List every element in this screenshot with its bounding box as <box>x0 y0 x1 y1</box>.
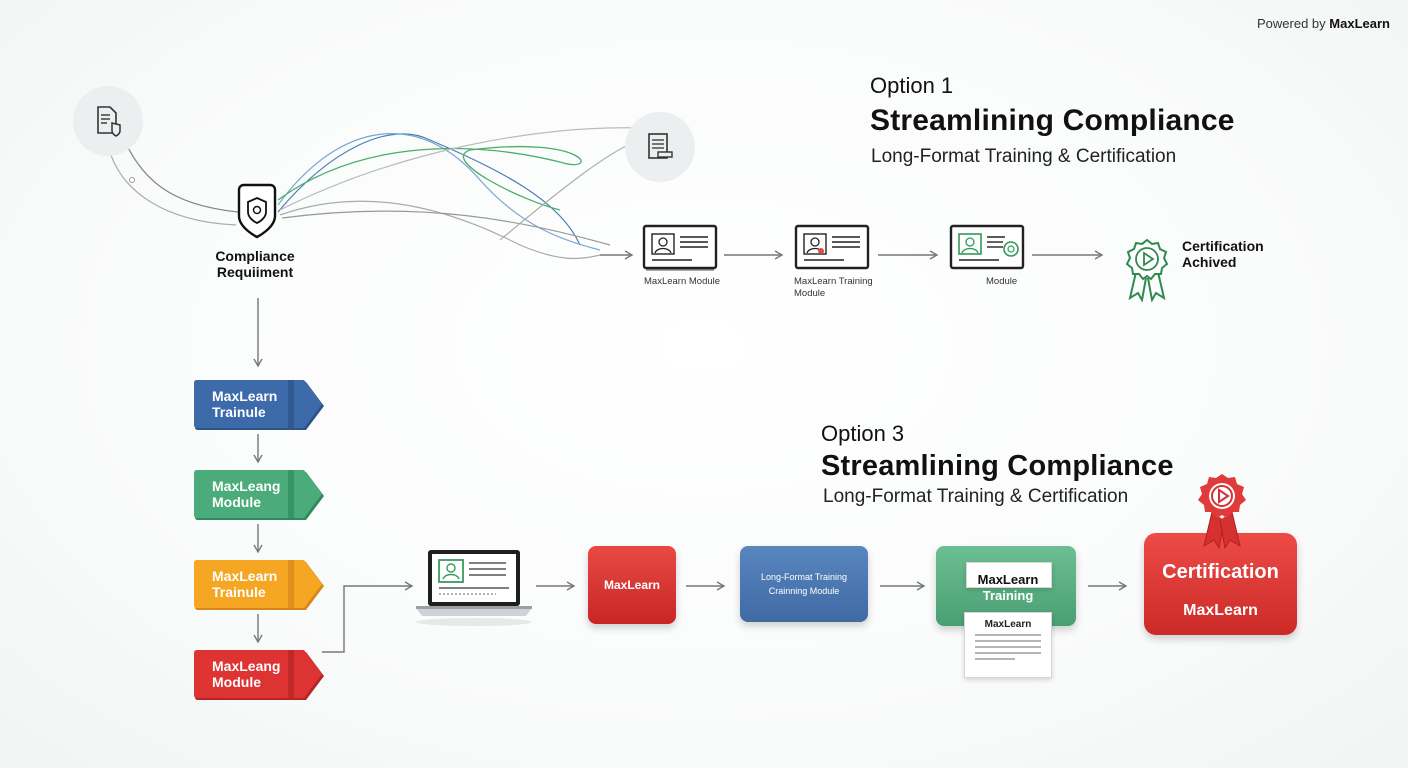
option3-label: Option 3 <box>821 421 905 446</box>
compliance-shield-icon <box>234 182 280 240</box>
flag-text: MaxLearn Trainule <box>212 568 278 600</box>
document-paper: MaxLearn <box>964 612 1052 678</box>
flag-text: MaxLearn Trainule <box>212 388 278 420</box>
flag-maxleang-module-green: MaxLeang Module <box>194 468 324 522</box>
curve <box>279 127 641 211</box>
curve <box>277 146 582 211</box>
flag-text: MaxLeang Module <box>212 658 281 690</box>
green-card-bottom-label: Training <box>982 588 1034 603</box>
flag-maxlearn-trainule-orange: MaxLearn Trainule <box>194 558 324 612</box>
flag-text: MaxLeang Module <box>212 478 281 510</box>
curve <box>119 129 239 213</box>
curve <box>277 133 601 251</box>
arrow <box>322 581 414 653</box>
flag-maxleang-module-red: MaxLeang Module <box>194 648 324 702</box>
paper-top <box>966 562 1052 588</box>
option1-label: Option 1 <box>870 73 954 98</box>
curve <box>279 200 601 260</box>
option3-title: Streamlining Compliance <box>821 450 1174 482</box>
award-ribbon-icon <box>1124 238 1170 303</box>
document-icon <box>625 112 695 182</box>
curve <box>281 210 611 246</box>
red-card-label: MaxLearn <box>603 578 661 592</box>
powered-by-text: Powered by <box>1257 16 1326 31</box>
paper-label: MaxLearn <box>984 619 1032 630</box>
step1-label: MaxLearn Module <box>644 276 721 287</box>
step2-label: MaxLearn Training Module <box>794 276 873 299</box>
cert-title: Certification <box>1162 560 1279 583</box>
green-card-top-label: MaxLearn <box>977 572 1039 587</box>
powered-by: Powered by MaxLearn <box>1257 16 1390 31</box>
cert-brand: MaxLearn <box>1183 601 1258 619</box>
step3-label: Module <box>986 276 1018 287</box>
curve <box>277 133 581 246</box>
flag-maxlearn-trainule-blue: MaxLearn Trainule <box>194 378 324 432</box>
maxlearn-red-card: MaxLearn <box>588 546 676 624</box>
option1-subtitle: Long-Format Training & Certification <box>871 146 1177 167</box>
module-monitor-1 <box>642 224 720 272</box>
option1-title: Streamlining Compliance <box>870 104 1235 137</box>
compliance-label: Compliance Requiiment <box>215 248 295 280</box>
blue-card-label: Long-Format Training Crainning Module <box>760 572 848 596</box>
certification-achieved-label: Certification Achived <box>1182 238 1264 270</box>
curve <box>499 139 641 241</box>
paper-lines <box>965 634 1051 660</box>
training-module-blue-card: Long-Format Training Crainning Module <box>740 546 868 622</box>
option3-subtitle: Long-Format Training & Certification <box>823 486 1129 507</box>
module-monitor-2 <box>794 224 872 272</box>
module-monitor-3 <box>949 224 1027 272</box>
certification-maxlearn-card: Certification MaxLearn <box>1144 533 1297 635</box>
curve <box>107 144 237 226</box>
document-shield-icon <box>73 86 143 156</box>
red-award-ribbon-icon <box>1194 472 1250 550</box>
brand-name: MaxLearn <box>1329 16 1390 31</box>
laptop-icon <box>406 546 534 628</box>
